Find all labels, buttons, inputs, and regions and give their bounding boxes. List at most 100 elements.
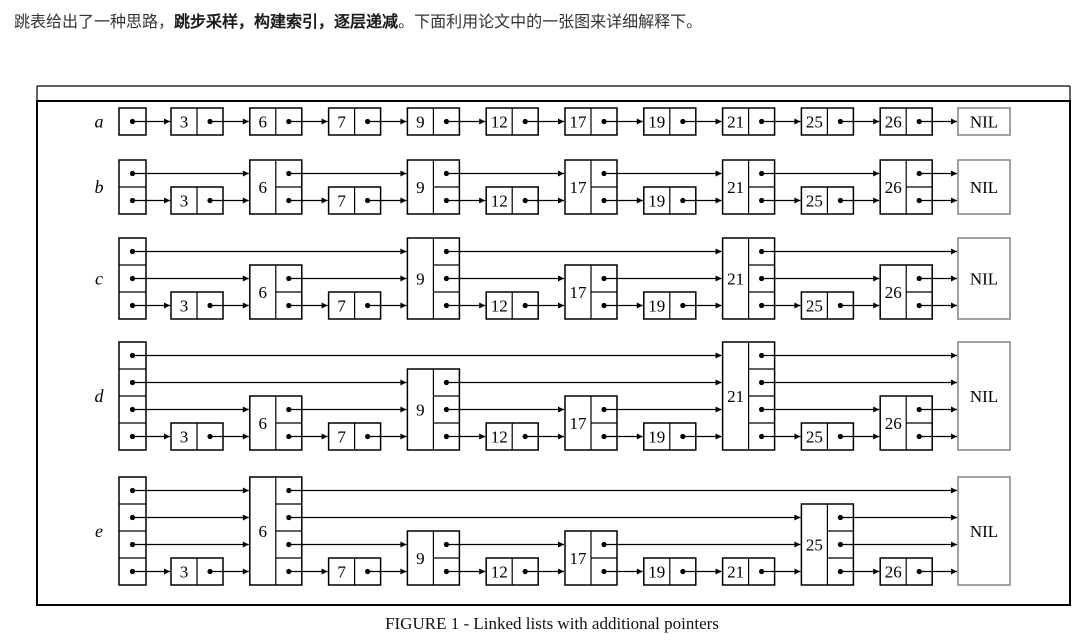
pointer-dot <box>365 568 371 575</box>
pointer-dot <box>286 568 292 575</box>
pointer-dot <box>286 541 292 548</box>
caption-text: - Linked lists with additional pointers <box>459 614 719 633</box>
pointer-dot <box>601 541 607 548</box>
pointer-dot <box>443 197 449 204</box>
pointer-dot <box>759 352 765 359</box>
row-label: c <box>95 269 103 289</box>
pointer-dot <box>365 197 371 204</box>
node-key: 3 <box>180 563 189 582</box>
intro-bold-3: 逐层递减 <box>334 12 399 31</box>
node-key: 19 <box>648 297 665 316</box>
pointer-dot <box>129 302 136 309</box>
intro-tail: 。下面利用论文中的一张图来详细解释下。 <box>398 12 703 31</box>
pointer-dot <box>286 118 292 125</box>
node-key: 7 <box>337 192 346 211</box>
pointer-dot <box>837 541 844 548</box>
node-key: 3 <box>180 113 189 132</box>
node-key: 17 <box>570 113 588 132</box>
node-key: 19 <box>648 428 665 447</box>
pointer-dot <box>916 302 922 309</box>
pointer-dot <box>601 197 607 204</box>
nil-label: NIL <box>970 113 998 132</box>
pointer-dot <box>916 433 922 440</box>
pointer-dot <box>759 433 765 440</box>
pointer-dot <box>522 568 528 575</box>
node-key: 9 <box>416 401 425 420</box>
pointer-dot <box>129 379 136 386</box>
pointer-dot <box>129 487 136 494</box>
pointer-dot <box>129 170 136 177</box>
node-key: 7 <box>337 428 346 447</box>
node-key: 21 <box>727 563 744 582</box>
pointer-dot <box>759 406 765 413</box>
pointer-dot <box>601 118 607 125</box>
node-key: 26 <box>885 283 902 302</box>
pointer-dot <box>522 118 528 125</box>
node-key: 26 <box>885 563 902 582</box>
pointer-dot <box>365 118 371 125</box>
pointer-dot <box>129 541 136 548</box>
node-key: 6 <box>259 178 268 197</box>
pointer-dot <box>365 433 371 440</box>
node-key: 17 <box>570 414 588 433</box>
nil-node <box>957 159 1011 215</box>
node-key: 9 <box>416 113 425 132</box>
pointer-dot <box>916 118 922 125</box>
node-key: 7 <box>337 297 346 316</box>
node-key: 26 <box>885 414 902 433</box>
pointer-dot <box>286 275 292 282</box>
node-key: 12 <box>491 428 508 447</box>
pointer-dot <box>207 433 213 440</box>
figure-caption: FIGURE 1 - Linked lists with additional … <box>0 614 1092 634</box>
pointer-dot <box>443 406 449 413</box>
node-key: 25 <box>806 297 823 316</box>
node-key: 17 <box>570 283 588 302</box>
pointer-dot <box>522 302 528 309</box>
pointer-dot <box>443 302 449 309</box>
pointer-dot <box>601 170 607 177</box>
pointer-dot <box>759 275 765 282</box>
node-key: 12 <box>491 113 508 132</box>
pointer-dot <box>680 118 686 125</box>
caption-prefix: FIGURE 1 <box>385 614 460 633</box>
pointer-dot <box>443 170 449 177</box>
row-label: a <box>95 112 104 132</box>
pointer-dot <box>443 379 449 386</box>
pointer-dot <box>759 568 765 575</box>
pointer-dot <box>443 568 449 575</box>
pointer-dot <box>129 406 136 413</box>
node-key: 9 <box>416 178 425 197</box>
node-key: 12 <box>491 563 508 582</box>
pointer-dot <box>522 433 528 440</box>
node-key: 3 <box>180 428 189 447</box>
node-key: 9 <box>416 549 425 568</box>
pointer-dot <box>129 248 136 255</box>
node-key: 21 <box>727 113 744 132</box>
nil-label: NIL <box>970 522 998 541</box>
node-key: 19 <box>648 192 665 211</box>
intro-bold-1: 跳步采样， <box>174 12 255 31</box>
node-key: 25 <box>806 192 823 211</box>
node-key: 21 <box>727 270 744 289</box>
pointer-dot <box>916 568 922 575</box>
pointer-dot <box>837 197 844 204</box>
pointer-dot <box>601 568 607 575</box>
intro-text: 跳表给出了一种思路，跳步采样，构建索引，逐层递减。下面利用论文中的一张图来详细解… <box>14 8 702 32</box>
pointer-dot <box>680 433 686 440</box>
pointer-dot <box>916 170 922 177</box>
node-key: 12 <box>491 297 508 316</box>
pointer-dot <box>129 352 136 359</box>
pointer-dot <box>601 302 607 309</box>
nil-label: NIL <box>970 178 998 197</box>
node-key: 21 <box>727 178 744 197</box>
node-key: 17 <box>570 178 588 197</box>
node-key: 3 <box>180 192 189 211</box>
pointer-dot <box>129 568 136 575</box>
pointer-dot <box>286 514 292 521</box>
node-key: 17 <box>570 549 588 568</box>
pointer-dot <box>916 406 922 413</box>
node-key: 6 <box>259 283 268 302</box>
pointer-dot <box>916 197 922 204</box>
pointer-dot <box>522 197 528 204</box>
